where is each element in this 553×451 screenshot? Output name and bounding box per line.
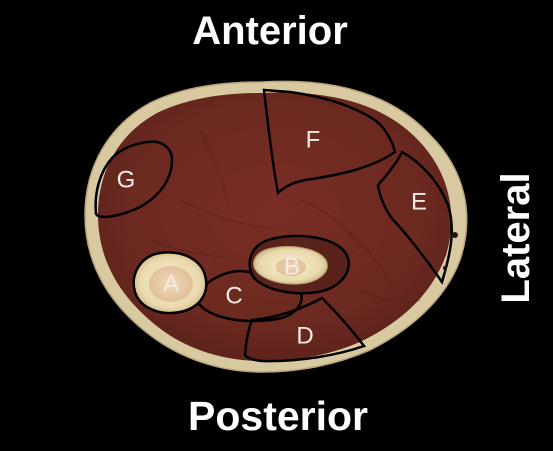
posterior-label: Posterior bbox=[188, 393, 368, 439]
lateral-label: Lateral bbox=[494, 172, 538, 304]
vessel-dot bbox=[443, 266, 447, 270]
region-d-outline bbox=[243, 296, 367, 363]
region-a-letter: A bbox=[163, 271, 179, 298]
region-b-letter: B bbox=[284, 254, 300, 281]
region-f-outline bbox=[262, 88, 397, 196]
region-g-letter: G bbox=[117, 167, 136, 194]
region-f-letter: F bbox=[306, 127, 321, 154]
region-g-outline bbox=[94, 140, 174, 219]
bone-b bbox=[248, 234, 351, 295]
anterior-label: Anterior bbox=[192, 9, 348, 53]
fascia-lines bbox=[149, 129, 421, 303]
vessel-dot bbox=[452, 232, 458, 238]
region-d-letter: D bbox=[296, 323, 313, 350]
region-e-letter: E bbox=[411, 189, 427, 216]
region-e-outline bbox=[376, 150, 454, 285]
bone-a bbox=[132, 251, 208, 315]
region-c-letter: C bbox=[225, 283, 242, 310]
